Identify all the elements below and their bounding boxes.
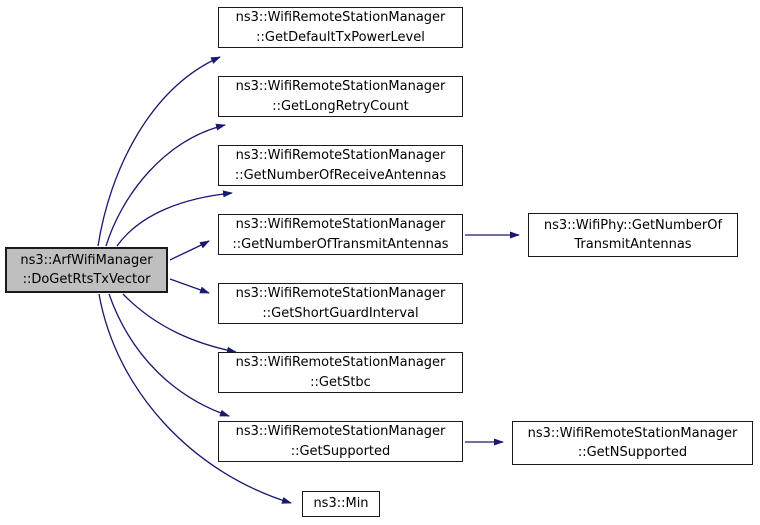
- edge-to-get-short-guard-interval: [169, 278, 210, 294]
- node-min-label: ns3::Min: [313, 496, 369, 512]
- node-get-number-of-transmit-antennas-label: ns3::WifiRemoteStationManager ::GetNumbe…: [232, 217, 449, 252]
- edge-to-get-long-retry-count: [105, 123, 226, 247]
- node-get-long-retry-count[interactable]: ns3::WifiRemoteStationManager ::GetLongR…: [218, 76, 463, 117]
- node-get-n-supported[interactable]: ns3::WifiRemoteStationManager ::GetNSupp…: [512, 421, 753, 465]
- edge-to-get-number-of-transmit-antennas: [169, 240, 210, 261]
- node-get-stbc-label: ns3::WifiRemoteStationManager ::GetStbc: [235, 355, 446, 390]
- node-get-number-of-receive-antennas-label: ns3::WifiRemoteStationManager ::GetNumbe…: [234, 148, 447, 183]
- node-get-stbc[interactable]: ns3::WifiRemoteStationManager ::GetStbc: [218, 352, 463, 393]
- node-wifiphy-get-number-of-transmit-antennas[interactable]: ns3::WifiPhy::GetNumberOf TransmitAntenn…: [528, 213, 738, 257]
- edge-to-get-number-of-receive-antennas: [116, 190, 233, 247]
- node-get-long-retry-count-label: ns3::WifiRemoteStationManager ::GetLongR…: [235, 79, 446, 114]
- node-get-number-of-transmit-antennas[interactable]: ns3::WifiRemoteStationManager ::GetNumbe…: [218, 214, 463, 255]
- node-get-default-tx-power-level[interactable]: ns3::WifiRemoteStationManager ::GetDefau…: [218, 7, 463, 48]
- edge-to-min: [98, 293, 292, 504]
- node-do-get-rts-tx-vector: ns3::ArfWifiManager ::DoGetRtsTxVector: [5, 247, 168, 293]
- node-get-supported-label: ns3::WifiRemoteStationManager ::GetSuppo…: [235, 424, 446, 459]
- node-get-number-of-receive-antennas[interactable]: ns3::WifiRemoteStationManager ::GetNumbe…: [218, 145, 463, 186]
- node-get-short-guard-interval-label: ns3::WifiRemoteStationManager ::GetShort…: [235, 286, 446, 321]
- edge-to-get-supported: [108, 293, 230, 417]
- edge-to-get-stbc: [122, 293, 237, 354]
- node-do-get-rts-tx-vector-label: ns3::ArfWifiManager ::DoGetRtsTxVector: [20, 252, 153, 288]
- node-wifiphy-get-number-of-transmit-antennas-label: ns3::WifiPhy::GetNumberOf TransmitAntenn…: [543, 217, 723, 253]
- node-get-n-supported-label: ns3::WifiRemoteStationManager ::GetNSupp…: [527, 425, 738, 461]
- edge-to-get-default-tx-power-level: [97, 56, 221, 247]
- node-get-short-guard-interval[interactable]: ns3::WifiRemoteStationManager ::GetShort…: [218, 283, 463, 324]
- node-get-default-tx-power-level-label: ns3::WifiRemoteStationManager ::GetDefau…: [235, 10, 446, 45]
- node-min[interactable]: ns3::Min: [302, 491, 380, 517]
- node-get-supported[interactable]: ns3::WifiRemoteStationManager ::GetSuppo…: [218, 421, 463, 462]
